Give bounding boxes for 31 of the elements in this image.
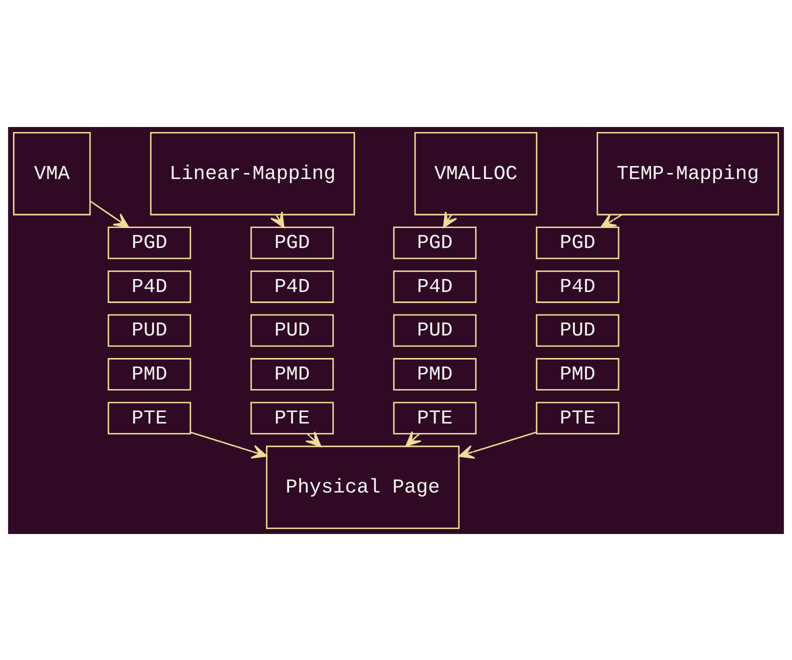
node-box: PMD [393,358,477,390]
node-box: PGD [250,226,334,259]
node-box: PMD [108,358,192,390]
arrow [442,210,458,228]
node-box: VMA [13,131,91,215]
arrow [90,200,130,228]
node-box: P4D [393,270,477,302]
arrow [270,210,284,228]
arrow [458,431,536,458]
node-box: PGD [108,226,192,259]
node-box: PTE [108,401,192,434]
node-box: PTE [250,401,334,434]
node-box: PUD [393,314,477,346]
arrow [190,431,268,458]
node-box: P4D [250,270,334,302]
node-box: PUD [108,314,192,346]
node-box: PGD [393,226,477,259]
node-box: PTE [536,401,620,434]
node-box: PTE [393,401,477,434]
node-box: TEMP-Mapping [596,131,779,215]
node-box: PMD [250,358,334,390]
node-box: PMD [536,358,620,390]
node-box: PUD [536,314,620,346]
arrow [600,213,622,228]
node-box: PGD [536,226,620,259]
arrow [305,430,322,447]
node-box: Physical Page [266,445,460,529]
node-box: PUD [250,314,334,346]
arrow [405,430,422,446]
node-box: P4D [108,270,192,302]
node-box: P4D [536,270,620,302]
